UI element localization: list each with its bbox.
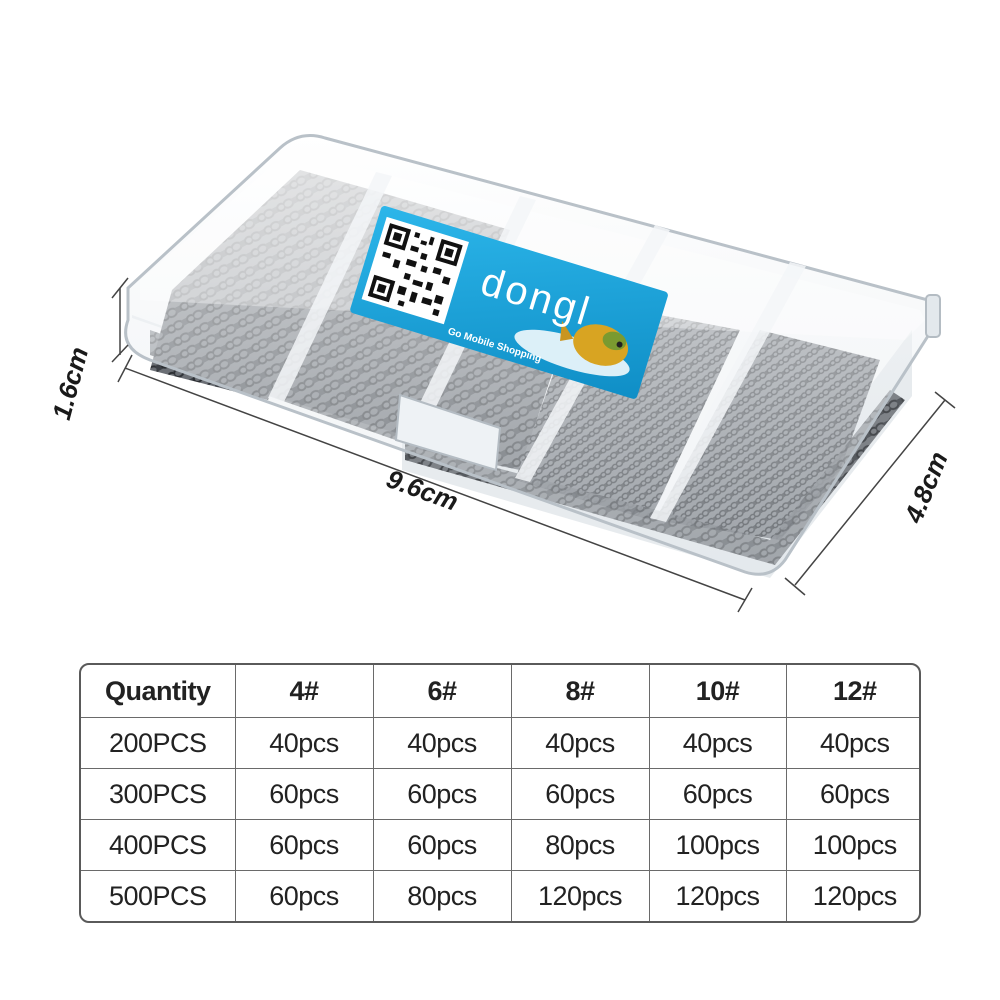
table-cell: 60pcs xyxy=(234,870,374,921)
box-hinge xyxy=(925,294,941,338)
table-header-row: Quantity 4# 6# 8# 10# 12# xyxy=(81,665,919,718)
header-size-4: 4# xyxy=(234,665,374,718)
table-cell: 100pcs xyxy=(785,819,919,871)
table-cell: 60pcs xyxy=(234,819,374,871)
table-cell: 80pcs xyxy=(510,819,650,871)
table-cell: 120pcs xyxy=(648,870,787,921)
table-cell: 80pcs xyxy=(372,870,512,921)
header-size-6: 6# xyxy=(372,665,512,718)
table-cell: 40pcs xyxy=(510,717,650,769)
table-cell: 60pcs xyxy=(785,768,919,820)
qr-code xyxy=(361,216,469,325)
table-row: 500PCS 60pcs 80pcs 120pcs 120pcs 120pcs xyxy=(81,870,919,921)
table-cell: 60pcs xyxy=(234,768,374,820)
brand-label: dongl Go Mobile Shopping xyxy=(350,205,668,399)
row-quantity: 500PCS xyxy=(81,870,236,921)
table-cell: 40pcs xyxy=(785,717,919,769)
divider-4 xyxy=(650,262,806,522)
header-size-8: 8# xyxy=(510,665,650,718)
table-cell: 40pcs xyxy=(372,717,512,769)
table-row: 400PCS 60pcs 60pcs 80pcs 100pcs 100pcs xyxy=(81,819,919,871)
header-size-10: 10# xyxy=(648,665,787,718)
table-cell: 60pcs xyxy=(648,768,787,820)
row-quantity: 200PCS xyxy=(81,717,236,769)
table-cell: 40pcs xyxy=(234,717,374,769)
quantity-table: Quantity 4# 6# 8# 10# 12# 200PCS 40pcs 4… xyxy=(79,663,921,923)
table-cell: 120pcs xyxy=(510,870,650,921)
table-cell: 60pcs xyxy=(510,768,650,820)
table-cell: 40pcs xyxy=(648,717,787,769)
header-size-12: 12# xyxy=(785,665,919,718)
box-latch xyxy=(394,393,502,472)
width-label: 4.8cm xyxy=(898,447,954,528)
fish-splash-graphic xyxy=(514,320,630,377)
table-cell: 60pcs xyxy=(372,819,512,871)
table-row: 300PCS 60pcs 60pcs 60pcs 60pcs 60pcs xyxy=(81,768,919,820)
table-row: 200PCS 40pcs 40pcs 40pcs 40pcs 40pcs xyxy=(81,717,919,769)
row-quantity: 300PCS xyxy=(81,768,236,820)
height-label: 1.6cm xyxy=(46,344,94,423)
header-quantity: Quantity xyxy=(81,665,236,718)
table-cell: 60pcs xyxy=(372,768,512,820)
divider-1 xyxy=(268,172,392,402)
height-dimension: 1.6cm xyxy=(46,277,129,423)
table-cell: 120pcs xyxy=(785,870,919,921)
product-photo: dongl Go Mobile Shopping 1.6cm 9.6cm 4.8… xyxy=(46,134,956,613)
row-quantity: 400PCS xyxy=(81,819,236,871)
table-cell: 100pcs xyxy=(648,819,787,871)
